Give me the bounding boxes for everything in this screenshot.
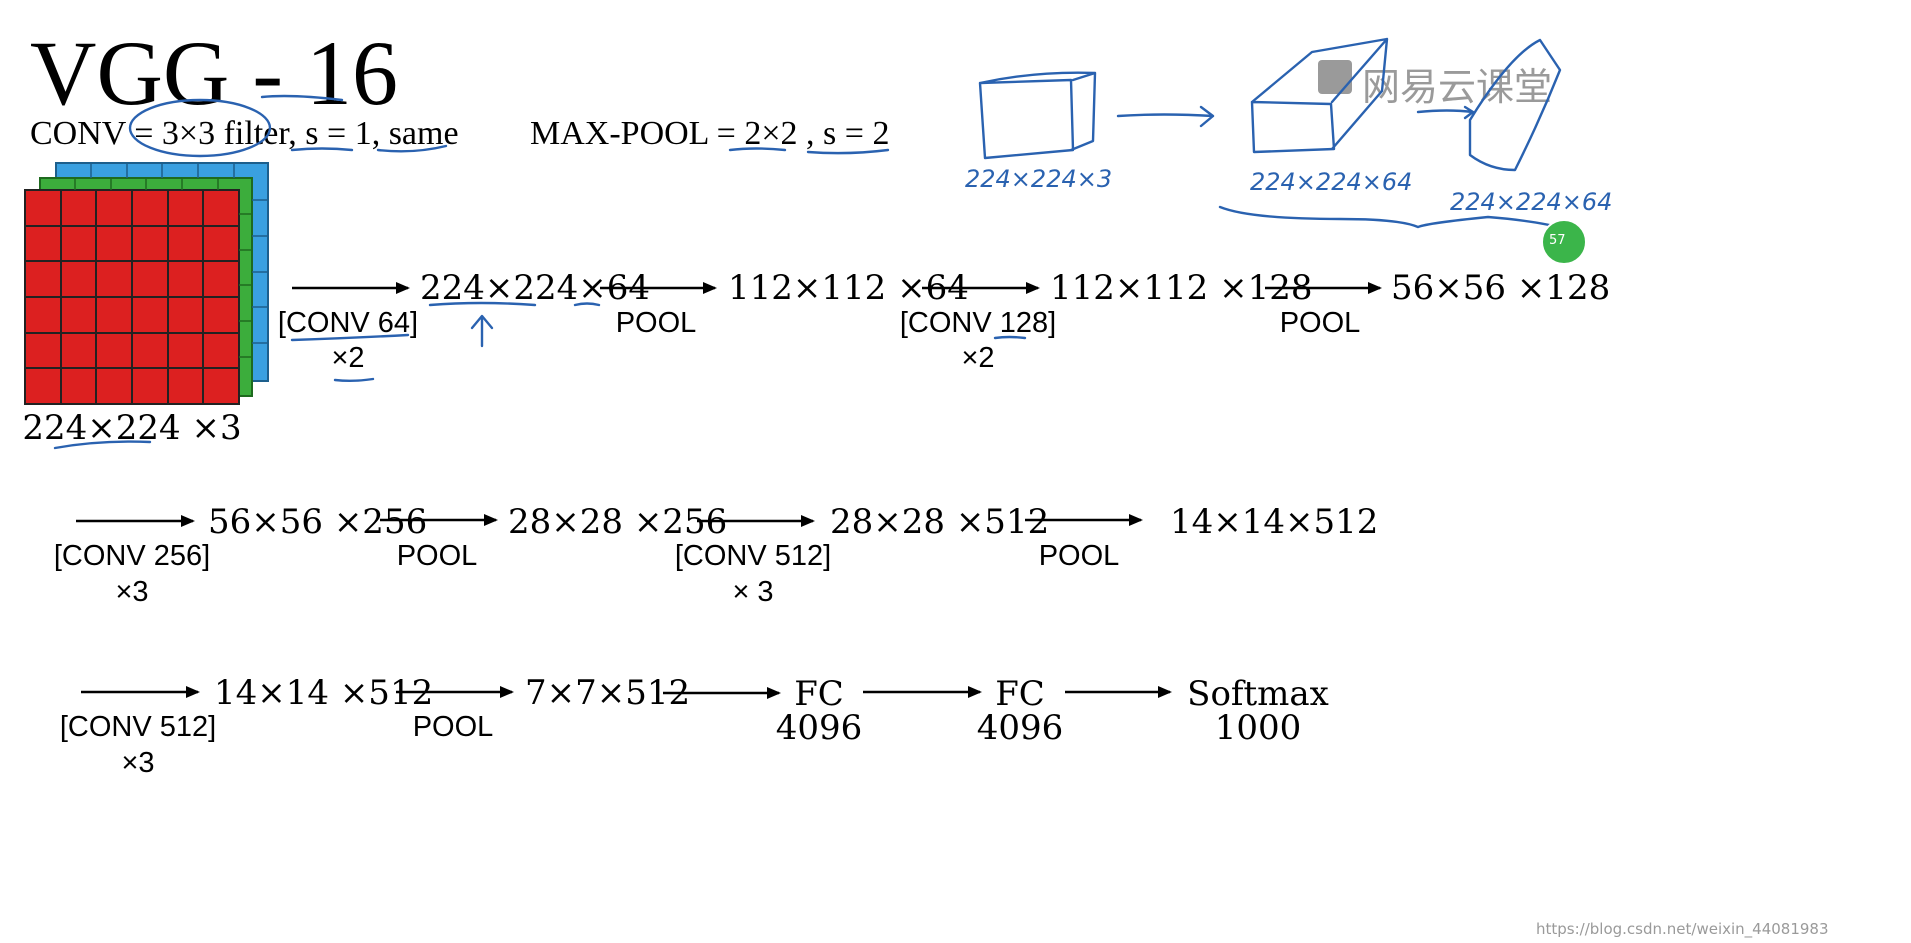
r3-fc1-label: FC [794,674,844,714]
annotation-dims-1: 224×224×3 [965,165,1113,193]
brand-logo-text: 网易云课堂 [1362,65,1553,109]
r1-pool2-label: POOL [1279,307,1361,339]
logo-icon [1318,60,1352,94]
r2-conv512-label: [CONV 512] [674,540,832,572]
red-channel [24,189,240,405]
r1-dim-56x56x128: 56×56 ×128 [1391,268,1611,308]
r2-conv512-repeat: × 3 [732,576,774,608]
r3-softmax-label: Softmax [1187,674,1329,714]
maxpool-definition: MAX-POOL = 2×2 , s = 2 [530,115,890,152]
r2-dim-28x28x256: 28×28 ×256 [508,502,728,542]
r1-dim-224x224x64: 224×224×64 [420,268,651,308]
r3-dim-14x14x512: 14×14 ×512 [214,673,434,713]
r3-softmax-units: 1000 [1214,708,1302,748]
r1-conv128-label: [CONV 128] [899,307,1057,339]
r2-conv256-label: [CONV 256] [53,540,211,572]
r3-conv512-repeat: ×3 [121,747,155,779]
r2-conv256-repeat: ×3 [115,576,149,608]
annotation-dims-2: 224×224×64 [1250,168,1413,196]
r2-dim-28x28x512: 28×28 ×512 [830,502,1050,542]
r2-pool2-label: POOL [1038,540,1120,572]
badge-count: 57 [1549,233,1566,248]
r1-conv64-repeat: ×2 [331,342,365,374]
r2-dim-14x14x512: 14×14×512 [1170,502,1379,542]
conv-definition: CONV = 3×3 filter, s = 1, same [30,115,459,152]
r2-dim-56x56x256: 56×56 ×256 [208,502,428,542]
input-dims-label: 224×224 ×3 [22,408,242,448]
r1-dim-112x112x128: 112×112 ×128 [1050,268,1313,308]
flow-arrows [76,282,1382,699]
r3-fc2-units: 4096 [976,708,1064,748]
r1-dim-112x112x64: 112×112 ×64 [728,268,969,308]
r3-fc1-units: 4096 [775,708,863,748]
r1-pool-label: POOL [615,307,697,339]
handwritten-annotations [53,37,1568,450]
page-title: VGG - 16 [30,22,398,124]
r3-pool-label: POOL [412,711,494,743]
watermark-url: https://blog.csdn.net/weixin_44081983 [1536,920,1829,938]
r3-conv512-label: [CONV 512] [59,711,217,743]
r1-conv128-repeat: ×2 [961,342,995,374]
r1-conv64-label: [CONV 64] [277,307,419,339]
r3-dim-7x7x512: 7×7×512 [525,673,691,713]
circle-3x3-filter [128,98,272,158]
r3-fc2-label: FC [995,674,1045,714]
notification-badge[interactable] [1541,219,1587,265]
r2-pool-label: POOL [396,540,478,572]
annotation-dims-3: 224×224×64 [1450,188,1613,216]
